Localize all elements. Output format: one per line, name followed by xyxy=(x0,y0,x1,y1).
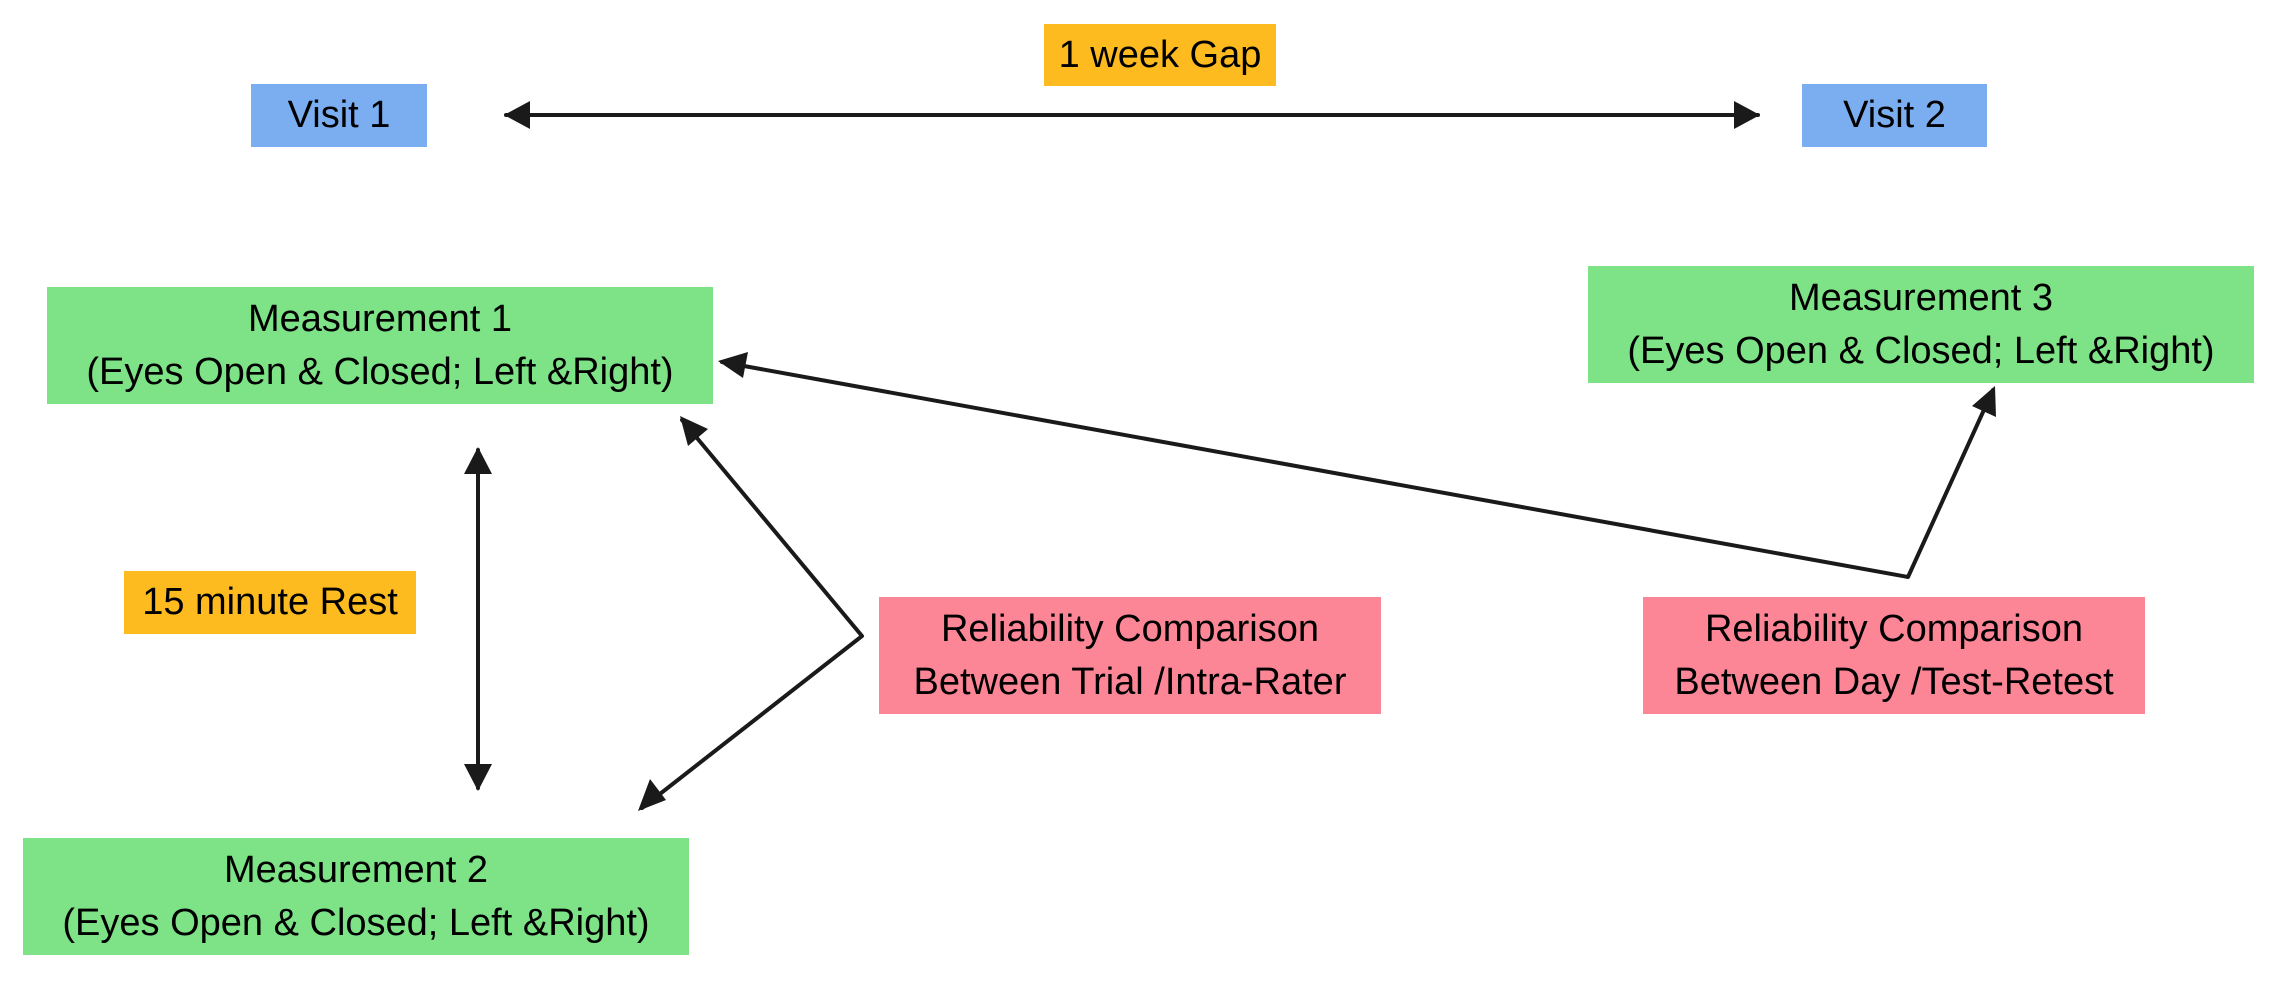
arrowhead xyxy=(718,352,748,378)
rest-label: 15 minute Rest xyxy=(124,571,416,634)
measurement-1-title: Measurement 1 xyxy=(247,297,512,340)
week-gap-label: 1 week Gap xyxy=(1044,24,1276,86)
measurement-1-box: Measurement 1 (Eyes Open & Closed; Left … xyxy=(47,287,713,404)
measurement-2-box: Measurement 2 (Eyes Open & Closed; Left … xyxy=(23,838,689,955)
rest-text: 15 minute Rest xyxy=(142,581,398,623)
arrowhead xyxy=(1734,101,1760,129)
visit-2-text: Visit 2 xyxy=(1843,94,1946,136)
arrowhead xyxy=(1972,386,1996,417)
visit-1-text: Visit 1 xyxy=(287,94,391,136)
test-retest-line-2: Between Day /Test-Retest xyxy=(1674,660,2114,703)
intra-rater-comparison-box: Reliability Comparison Between Trial /In… xyxy=(879,597,1381,714)
arrowhead xyxy=(504,101,530,129)
measurement-1-detail: (Eyes Open & Closed; Left &Right) xyxy=(86,350,674,393)
visit-2-label: Visit 2 xyxy=(1802,84,1987,147)
intra-rater-connector xyxy=(640,418,864,810)
arrowhead xyxy=(638,779,666,811)
arrowhead xyxy=(464,447,492,474)
measurement-2-title: Measurement 2 xyxy=(223,848,488,891)
intra-rater-line-1: Reliability Comparison xyxy=(940,607,1320,650)
measurement-2-detail: (Eyes Open & Closed; Left &Right) xyxy=(62,901,650,944)
arrowhead xyxy=(680,416,708,446)
test-retest-connector xyxy=(720,360,1995,579)
visit-1-label: Visit 1 xyxy=(251,84,427,147)
measurement-3-box: Measurement 3 (Eyes Open & Closed; Left … xyxy=(1588,266,2254,383)
test-retest-line-1: Reliability Comparison xyxy=(1704,607,2084,650)
measurement-3-detail: (Eyes Open & Closed; Left &Right) xyxy=(1627,329,2215,372)
arrowhead xyxy=(464,764,492,791)
test-retest-comparison-box: Reliability Comparison Between Day /Test… xyxy=(1643,597,2145,714)
week-gap-text: 1 week Gap xyxy=(1058,33,1262,76)
measurement-3-title: Measurement 3 xyxy=(1788,276,2053,319)
intra-rater-line-2: Between Trial /Intra-Rater xyxy=(913,660,1347,703)
